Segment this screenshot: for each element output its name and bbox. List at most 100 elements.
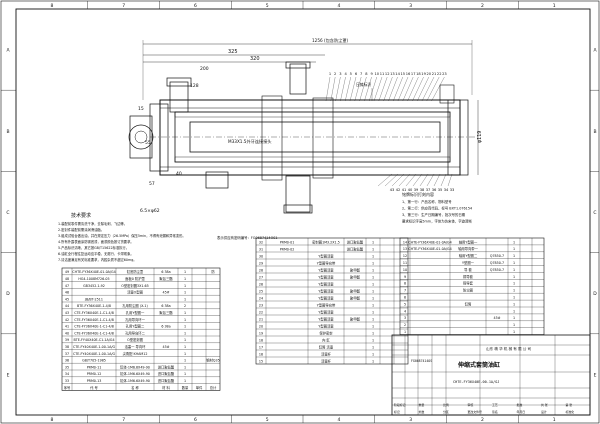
parts-list-cell: 1 <box>372 289 374 293</box>
parts-list-cell: 缸底防尘罩 <box>127 269 144 274</box>
parts-list-cell: 活塞O型圈 <box>127 290 143 295</box>
requirement-line: 6.油缸全行程往复运动应平稳，无爬行、卡滞现象。 <box>58 251 134 256</box>
parts-list-cell: 12 <box>403 254 407 258</box>
zone-col-mark: 7 <box>122 417 125 423</box>
zone-col-mark: 4 <box>337 3 340 9</box>
parts-list-cell: CTE-FY36X40E-1-C1-4/8 <box>74 331 114 335</box>
dim-overall-length: 1256 (包含防尘罩) <box>312 37 349 44</box>
drawing-code: CHTE-FY36X40E-00-1A/GJ <box>453 380 499 384</box>
zone-col-mark: 2 <box>481 417 484 423</box>
parts-list-cell: 9 <box>404 275 406 279</box>
drawing-number: FG0687414OS <box>411 359 432 363</box>
parts-list-cell: GB3452.1-92 <box>83 284 105 288</box>
parts-list-cell: 28 <box>259 268 263 272</box>
title-block-label: 处数 <box>419 409 425 414</box>
parts-list-header: 单件 <box>196 385 203 390</box>
supplier-note: 表示供应商密码编号：FG0687414OS1 <box>217 235 278 240</box>
balloon-number: 42 <box>396 188 401 192</box>
parts-list-cell: 活塞杆 <box>321 351 332 356</box>
parts-list-cell: 1 <box>372 303 374 307</box>
parts-list-cell: 32 <box>259 240 263 244</box>
parts-list-cell: 导 套 <box>464 267 472 272</box>
parts-list-cell: 10 <box>403 268 407 272</box>
balloon-number: 21 <box>432 72 437 76</box>
title-block-label: 共 张 <box>541 402 548 407</box>
parts-list-cell: 13 <box>403 247 407 251</box>
parts-list-cell: 40 <box>65 331 69 335</box>
balloon-number: 23 <box>442 72 447 76</box>
parts-list-cell: Q7850-7 <box>490 261 504 265</box>
zone-row-mark: D <box>593 291 597 297</box>
title-block-label: 批准 <box>517 402 523 407</box>
title-block-label: 设计 <box>541 409 547 414</box>
balloon-number: 33 <box>450 188 455 192</box>
zone-col-mark: 1 <box>553 3 556 9</box>
parts-list-cell: Y型圈导向带 <box>317 260 336 265</box>
parts-list-cell: 1 <box>513 275 515 279</box>
parts-list-cell: 进口聚氨酯 <box>158 364 175 369</box>
parts-list-cell: 19 <box>259 331 263 335</box>
zone-col-mark: 8 <box>50 3 53 9</box>
parts-list-cell: 孔用导向环二 <box>125 330 145 335</box>
parts-list-cell: Y型圈导向带 <box>317 302 336 307</box>
zone-col-mark: 6 <box>194 417 197 423</box>
parts-list-cell: 1 <box>184 297 186 301</box>
parts-list-cell: 18 <box>259 338 263 342</box>
parts-list-cell: 聚甲醛 <box>350 288 361 293</box>
parts-list-cell: 1 <box>513 268 515 272</box>
parts-list-cell: Y型圈一 <box>462 260 475 265</box>
parts-list-cell: 保护密封 <box>319 330 333 335</box>
parts-list-cell: 1 <box>372 331 374 335</box>
title-block-label: 年月日 <box>517 409 526 414</box>
zone-col-mark: 1 <box>553 417 556 423</box>
parts-list-cell: 缸筒 <box>465 301 472 306</box>
parts-list-cell: 1 <box>372 359 374 363</box>
parts-list-cell: 1 <box>372 345 374 349</box>
dim-320: 320 <box>250 56 260 62</box>
zone-col-mark: 6 <box>194 3 197 9</box>
parts-list-cell: 6 38a <box>161 270 170 274</box>
parts-list-cell: O型密封圈3X1.65 <box>121 283 148 288</box>
parts-list-header: 序号 <box>64 385 71 390</box>
zone-row-mark: E <box>594 372 597 378</box>
parts-list-cell: 1 <box>184 325 186 329</box>
parts-list-cell: 49 <box>65 270 69 274</box>
cylinder-section-view: 1256 (包含防尘罩) 325 320 200 128 15 57 40 55… <box>128 37 483 214</box>
title-block-label: 比例 <box>443 402 449 407</box>
technical-requirements: 技术要求 1.装配前零件需清洗干净，去除毛刺、飞边等。2.密封件装配前需涂润滑油… <box>58 212 186 262</box>
title-block-label: 第 张 <box>566 402 573 407</box>
dim-55: 55 <box>145 140 151 146</box>
parts-list-cell: 1 <box>184 345 186 349</box>
zone-row-mark: B <box>6 129 9 135</box>
zone-col-mark: 7 <box>122 3 125 9</box>
parts-list-cell: 1 <box>372 261 374 265</box>
zone-col-mark: 4 <box>337 417 340 423</box>
parts-list-cell: 1 <box>372 352 374 356</box>
parts-list-cell: PRM0-01 <box>280 240 295 244</box>
parts-list-cell: CTE-FY36X40E-1-C1-4/8 <box>74 325 114 329</box>
balloon-number: 40 <box>408 188 413 192</box>
balloon-number: 19 <box>421 72 426 76</box>
parts-list-cell: 1 <box>372 254 374 258</box>
marking-line: 2、第二行：供应商代码、标号 BXT1.076154 <box>402 206 472 211</box>
zone-row-mark: A <box>6 48 10 54</box>
parts-list-cell: 钢材Q35 <box>206 358 219 363</box>
parts-list-cell: Y型圈活塞 <box>318 316 334 321</box>
thread-note: M33X1.5外牙连接接头 <box>228 138 272 145</box>
parts-list-cell: 1 <box>184 284 186 288</box>
parts-list-cell: 44 <box>65 304 69 308</box>
parts-list-cell: Y型圈活塞 <box>318 253 334 258</box>
balloon-number: 38 <box>420 188 425 192</box>
parts-list-cell: 1 <box>513 309 515 313</box>
parts-list-cell: 尖角配 KHAM12 <box>123 351 148 356</box>
balloon-number: 7 <box>360 72 362 76</box>
parts-list-cell: 2 <box>404 323 406 327</box>
balloon-number: 1 <box>329 72 331 76</box>
title-block-label: 更改文件号 <box>468 409 483 414</box>
parts-list-cell: 活塞一 导向环 <box>125 344 147 349</box>
parts-list-cell: Y型圈活塞 <box>318 274 334 279</box>
parts-list-cell: 进口聚氨酯 <box>347 246 364 251</box>
